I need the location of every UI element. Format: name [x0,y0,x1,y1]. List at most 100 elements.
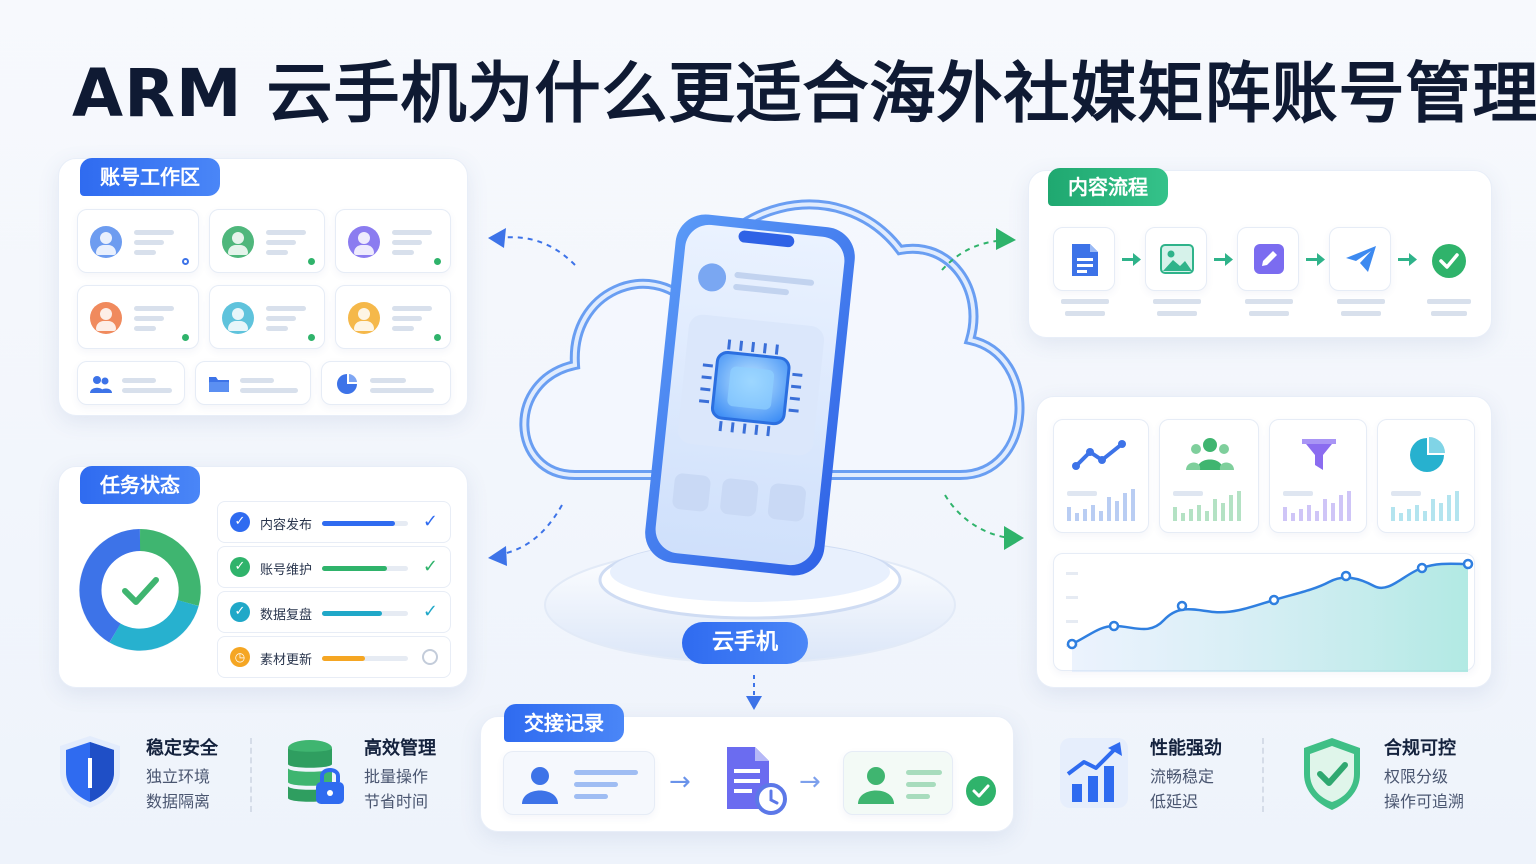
report-tile[interactable] [321,361,451,405]
account-card[interactable] [77,209,199,273]
handover-to-user[interactable] [843,751,953,815]
clock-icon: ◷ [230,647,250,667]
handover-from-user[interactable] [503,751,655,815]
check-icon: ✓ [422,601,438,622]
arrow-right-down [1004,526,1024,550]
shield-icon [60,736,120,808]
connector-arrows [488,228,1024,710]
task-label: 数据复盘 [260,608,313,623]
check-circle-icon: ✓ [230,602,250,622]
team-tile[interactable] [77,361,185,405]
document-clock-icon [727,747,787,815]
trend-area-svg [1066,558,1474,672]
folder-tile[interactable] [195,361,311,405]
check-circle-icon: ✓ [230,557,250,577]
status-dot [434,258,441,265]
avatar [90,226,122,258]
feature-title: 性能强劲 [1150,738,1222,759]
arrow-right-up [996,228,1016,250]
avatar [348,302,380,334]
flow-step-send[interactable] [1329,227,1391,291]
task-row-review[interactable]: ✓ 数据复盘 ✓ [217,591,451,633]
feature-line: 独立环境 [146,767,211,786]
handover-panel: → → [480,716,1014,832]
task-progress [322,611,408,616]
task-label: 账号维护 [260,563,313,578]
account-card[interactable] [335,209,451,273]
feature-title: 合规可控 [1384,738,1456,759]
status-dot [182,334,189,341]
feature-line: 流畅稳定 [1150,767,1215,786]
document-icon [1072,244,1098,276]
feature-title: 稳定安全 [146,738,218,759]
flow-label: 内容流程 [1048,168,1168,206]
user-icon [858,767,894,804]
task-progress [322,521,408,526]
feature-title: 高效管理 [364,738,436,759]
account-card[interactable] [209,285,325,349]
check-circle-icon [966,776,996,806]
accounts-panel [58,158,468,416]
task-label: 内容发布 [260,518,313,533]
analytics-panel [1036,396,1492,688]
account-card[interactable] [209,209,325,273]
feature-line: 节省时间 [364,792,429,811]
arrow-down [746,696,762,710]
task-donut-chart [79,529,201,651]
growth-chart-icon [1060,738,1128,808]
users-icon [1186,438,1234,470]
cloud-phone-label: 云手机 [682,622,809,664]
feature-line: 批量操作 [364,767,429,786]
trend-line-icon [1072,440,1126,470]
pending-circle-icon [422,649,438,665]
arrow-left-down [488,546,507,566]
flow-step-document[interactable] [1053,227,1115,291]
folder-icon [209,377,229,392]
tasks-label: 任务状态 [80,466,200,504]
edit-icon [1254,244,1284,274]
account-card[interactable] [77,285,199,349]
handover-label: 交接记录 [504,704,624,742]
flow-arrows [1061,253,1471,316]
user-icon [522,767,558,804]
page-title: ARM 云手机为什么更适合海外社媒矩阵账号管理 [72,55,1536,132]
feature-line: 操作可追溯 [1384,792,1465,811]
pie-chart-icon [337,374,357,394]
task-label: 素材更新 [260,653,313,668]
task-row-publish[interactable]: ✓ 内容发布 ✓ [217,501,451,543]
arrow-right-icon: → [669,767,691,797]
check-icon: ✓ [422,556,438,577]
feature-line: 权限分级 [1384,767,1449,786]
image-icon [1160,244,1194,274]
status-dot [308,258,315,265]
task-row-materials[interactable]: ◷ 素材更新 [217,636,451,678]
arrow-right-icon: → [799,767,821,797]
check-icon [122,577,159,605]
task-row-maintain[interactable]: ✓ 账号维护 ✓ [217,546,451,588]
check-circle-icon: ✓ [230,512,250,532]
feature-line: 低延迟 [1150,792,1199,811]
status-dot [308,334,315,341]
task-progress [322,656,408,661]
shield-check-icon [1304,738,1360,810]
status-dot [182,258,189,265]
accounts-label: 账号工作区 [80,158,220,196]
pie-chart-icon [1410,437,1445,472]
check-icon: ✓ [422,511,438,532]
metric-mini-bars [1067,489,1459,521]
database-lock-icon [288,740,344,804]
arrow-left-up [488,228,506,248]
cloud-phone-illustration [519,199,1025,664]
check-circle-icon [1432,244,1466,278]
account-card[interactable] [335,285,451,349]
send-icon [1346,246,1376,272]
flow-step-image[interactable] [1145,227,1207,291]
arm-chip-icon [698,339,803,437]
trend-area-chart [1053,553,1475,672]
task-progress [322,566,408,571]
feature-line: 数据隔离 [146,792,211,811]
avatar [222,302,254,334]
avatar [222,226,254,258]
avatar [90,302,122,334]
flow-step-edit[interactable] [1237,227,1299,291]
